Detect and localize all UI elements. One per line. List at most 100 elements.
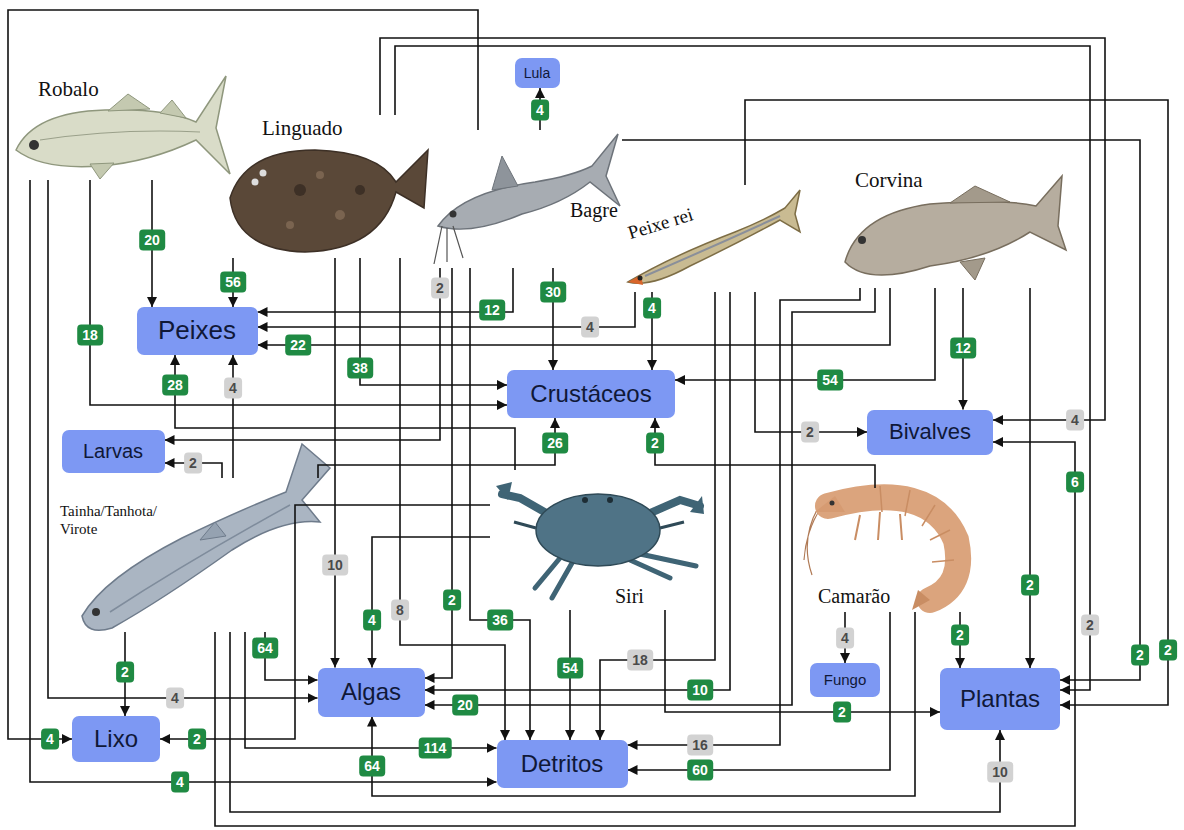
flow-arrow: [48, 180, 318, 698]
flow-number: 2: [431, 278, 449, 299]
flow-arrow: [372, 537, 490, 668]
flow-number: 4: [224, 378, 242, 399]
figure-part: [628, 275, 643, 285]
box-label: Plantas: [960, 685, 1040, 713]
species-label: Robalo: [38, 77, 99, 102]
box-label: Crustáceos: [530, 380, 651, 408]
flow-arrow: [30, 180, 497, 782]
flow-arrow: [8, 10, 478, 739]
figure-part: [858, 236, 866, 244]
figure-part: [260, 170, 267, 177]
flow-number: 2: [833, 702, 851, 723]
flow-number: 114: [419, 738, 452, 759]
figure-part: [830, 501, 835, 506]
figure-part: [200, 522, 226, 540]
flow-arrow: [160, 505, 490, 739]
flow-number: 10: [687, 680, 713, 701]
flow-number: 38: [347, 358, 373, 379]
figure-part: [690, 496, 704, 514]
flow-arrow: [215, 442, 1075, 826]
flow-number: 2: [184, 453, 202, 474]
box-label: Lixo: [94, 725, 138, 753]
resource-box: Plantas: [940, 668, 1060, 730]
flow-arrow: [245, 632, 497, 748]
flow-arrow: [675, 288, 935, 380]
species-label: Tainha/Tanhota/ Virote: [60, 502, 178, 538]
flow-number: 4: [643, 298, 661, 319]
figure-part: [438, 134, 620, 229]
resource-box: Crustáceos: [507, 370, 675, 418]
flow-number: 2: [443, 590, 461, 611]
flow-number: 2: [801, 422, 819, 443]
box-label: Peixes: [158, 316, 236, 346]
flow-number: 22: [285, 335, 311, 356]
flow-number: 54: [557, 658, 583, 679]
box-label: Detritos: [521, 750, 604, 778]
flow-arrow: [232, 355, 234, 478]
resource-box: Fungo: [810, 663, 880, 697]
figure-part: [434, 226, 463, 264]
flow-number: 2: [1159, 640, 1177, 661]
flow-number: 4: [363, 610, 381, 631]
flow-arrow: [334, 258, 336, 668]
figure-part: [804, 506, 822, 575]
flow-arrow: [258, 268, 514, 312]
flow-arrow: [360, 258, 507, 385]
figure-part: [160, 100, 186, 118]
linguado-figure: [230, 150, 428, 252]
figure-part: [638, 276, 643, 281]
species-node: Linguado: [228, 115, 428, 258]
flow-number: 2: [1131, 645, 1149, 666]
species-label: Siri: [615, 584, 644, 608]
species-node: Camarão: [800, 488, 978, 612]
flow-number: 60: [687, 760, 713, 781]
flow-number: 20: [139, 230, 165, 251]
flow-number: 2: [1081, 615, 1099, 636]
flow-number: 10: [322, 555, 348, 576]
resource-box: Lixo: [72, 716, 160, 762]
figure-part: [514, 522, 684, 528]
figure-part: [950, 186, 1010, 203]
flow-number: 4: [171, 772, 189, 793]
flow-number: 12: [479, 300, 505, 321]
flow-number: 2: [951, 625, 969, 646]
flow-number: 2: [116, 662, 134, 683]
flow-number: 10: [987, 762, 1013, 783]
flow-arrow: [655, 418, 875, 488]
flow-number: 26: [542, 433, 568, 454]
flow-number: 4: [41, 729, 59, 750]
species-label: Peixe rei: [625, 203, 696, 244]
resource-box: Algas: [318, 668, 425, 717]
species-node: Corvina: [840, 165, 1068, 288]
flow-arrow: [665, 610, 940, 712]
resource-box: Peixes: [137, 307, 258, 355]
figure-part: [40, 131, 200, 140]
species-node: Siri: [490, 470, 705, 610]
flow-number: 4: [531, 100, 549, 121]
figure-part: [286, 221, 294, 229]
flow-number: 6: [1066, 472, 1084, 493]
species-node: Tainha/Tanhota/ Virote: [58, 478, 332, 632]
figure-part: [855, 512, 902, 540]
flow-number: 4: [1066, 410, 1084, 431]
flow-number: 2: [1021, 575, 1039, 596]
flow-arrow: [395, 46, 1090, 690]
flow-arrow: [258, 288, 891, 345]
siri-figure: [496, 482, 704, 598]
figure-part: [960, 258, 985, 280]
figure-part: [230, 150, 428, 252]
flow-arrow: [755, 292, 867, 432]
resource-box: Lula: [515, 58, 560, 88]
flow-number: 18: [627, 650, 653, 671]
figure-part: [880, 486, 954, 562]
species-node: Peixe rei: [625, 185, 800, 292]
flow-number: 56: [220, 272, 246, 293]
figure-part: [252, 179, 259, 186]
flow-arrow: [90, 180, 507, 405]
figure-part: [294, 184, 306, 196]
flow-number: 4: [166, 688, 184, 709]
figure-part: [316, 171, 324, 179]
flow-number: 12: [950, 338, 976, 359]
figure-part: [496, 482, 512, 500]
